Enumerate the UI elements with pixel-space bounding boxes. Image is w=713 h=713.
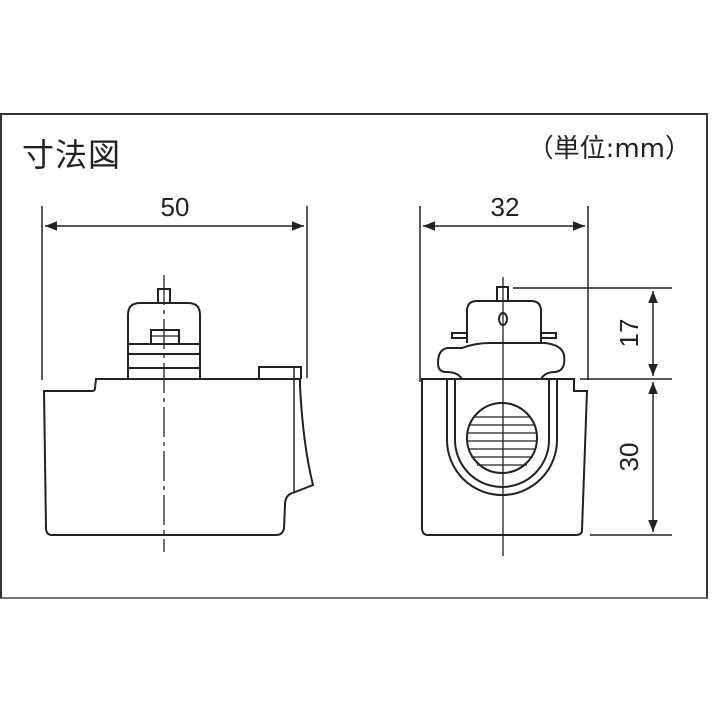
drawing-frame [0, 113, 708, 599]
unit-label: （単位:mm） [527, 134, 691, 164]
front-view [41, 206, 315, 552]
dim-height-top: 17 [614, 319, 644, 348]
side-view [419, 206, 672, 556]
drawing-title: 寸法図 [22, 136, 122, 174]
dim-width-front: 50 [161, 192, 190, 222]
dim-height-body: 30 [614, 443, 644, 472]
dim-width-side: 32 [491, 192, 520, 222]
